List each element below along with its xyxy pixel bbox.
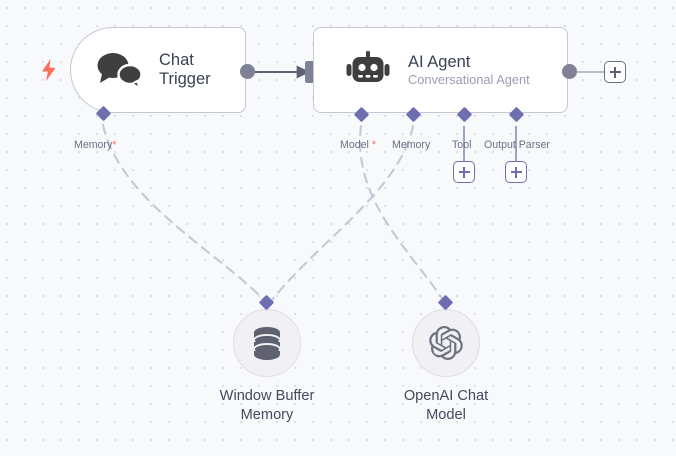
edge-ai-agent-memory-to-window-buffer	[270, 124, 415, 302]
port-model-required-mark: *	[371, 139, 376, 151]
openai-chat-model-port[interactable]	[437, 294, 454, 311]
port-model-text: Model	[340, 139, 369, 151]
add-output-parser-button[interactable]	[505, 161, 527, 183]
lightning-bolt-icon	[41, 59, 57, 81]
ai-agent-output-port[interactable]	[562, 64, 577, 79]
ai-agent-port-memory-label: Memory	[392, 139, 431, 151]
ai-agent-subtitle: Conversational Agent	[408, 71, 530, 87]
robot-icon	[346, 50, 390, 90]
openai-chat-model-label-line1: OpenAI Chat	[403, 388, 489, 404]
chat-trigger-title-line2: Trigger	[159, 70, 211, 88]
plus-icon-vertical	[515, 166, 517, 178]
chat-bubbles-icon	[93, 50, 145, 90]
node-openai-chat-model[interactable]	[412, 309, 480, 377]
port-memory-text: Memory	[74, 139, 113, 151]
ai-agent-port-tool-label: Tool	[452, 139, 472, 151]
node-chat-trigger[interactable]: Chat Trigger	[70, 27, 246, 113]
database-icon	[253, 327, 281, 360]
plus-icon-vertical	[463, 166, 465, 178]
window-buffer-memory-label: Window Buffer Memory	[187, 387, 347, 424]
node-ai-agent[interactable]: AI Agent Conversational Agent	[313, 27, 568, 113]
node-window-buffer-memory[interactable]	[233, 309, 301, 377]
ai-agent-title: AI Agent	[408, 53, 471, 72]
add-tool-button[interactable]	[453, 161, 475, 183]
add-output-node-button[interactable]	[604, 61, 626, 83]
edge-ai-agent-model-to-openai	[359, 124, 445, 302]
chat-trigger-port-memory-label: Memory*	[74, 139, 116, 151]
ai-agent-input-port[interactable]	[305, 61, 314, 83]
window-buffer-memory-label-line2: Memory	[240, 406, 294, 423]
edge-chat-trigger-memory-to-window-buffer	[101, 123, 266, 302]
openai-chat-model-label: OpenAI Chat Model	[366, 387, 526, 424]
chat-trigger-text: Chat Trigger	[159, 51, 211, 89]
chat-trigger-output-port[interactable]	[240, 64, 255, 79]
ai-agent-port-model-label: Model *	[340, 139, 376, 151]
window-buffer-memory-port[interactable]	[258, 294, 275, 311]
ai-agent-port-output-parser-label: Output Parser	[484, 139, 550, 151]
plus-icon-vertical	[614, 66, 616, 78]
window-buffer-memory-label-line1: Window Buffer	[219, 388, 315, 404]
ai-agent-text: AI Agent Conversational Agent	[408, 53, 530, 87]
openai-chat-model-label-line2: Model	[426, 406, 466, 423]
chat-trigger-title-line1: Chat	[159, 50, 194, 69]
openai-logo-icon	[429, 326, 463, 360]
port-memory-required-mark: *	[112, 139, 117, 151]
